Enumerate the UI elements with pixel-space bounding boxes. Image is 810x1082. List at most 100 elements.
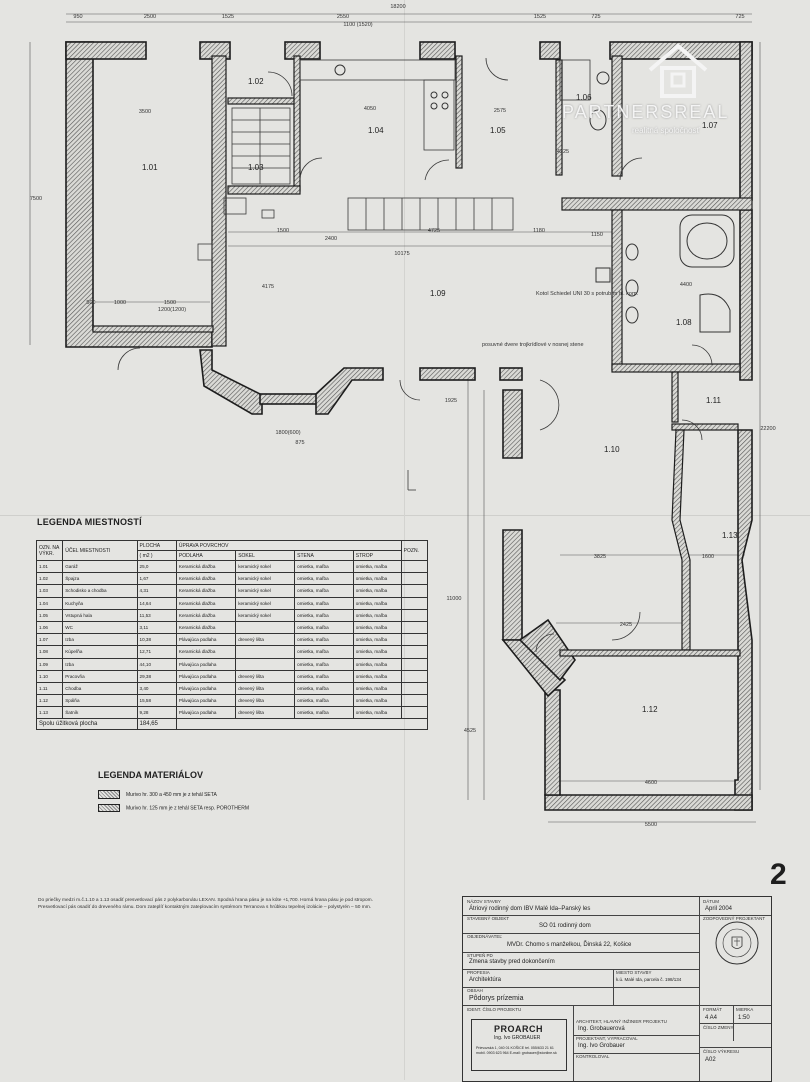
dimension-label: 2575 [494, 108, 506, 114]
col-purpose: ÚČEL MIESTNOSTI [62, 540, 138, 561]
cell-area: 9,28 [136, 706, 177, 720]
cell-wall: omietka, maľba [294, 620, 354, 635]
cell-code: 1.05 [35, 608, 64, 622]
col-finish: ÚPRAVA POVRCHOV [175, 540, 402, 551]
section-mark [407, 470, 416, 491]
cell-ceil: omietka, maľba [352, 584, 402, 598]
material-item: Murivo hr. 300 a 450 mm je z tehál SETA [98, 790, 217, 799]
cell-area: 1,67 [136, 572, 177, 586]
hatch-swatch [98, 790, 120, 799]
cell-floor: Keramická dlažba [175, 608, 237, 622]
cell-code: 1.03 [35, 584, 64, 598]
cell-name: Schodisko a chodba [62, 584, 138, 598]
dimension-label: 1525 [222, 14, 234, 20]
paper-fold-horizontal [0, 515, 810, 516]
dimension-label: 2500 [144, 14, 156, 20]
cell-base: keramický sokel [235, 608, 296, 622]
room-label-1.03: 1.03 [248, 163, 264, 172]
cell-note [400, 669, 429, 683]
cell-note [400, 572, 429, 586]
floor-plan: 1.011.021.031.041.051.061.071.081.091.10… [29, 4, 776, 828]
room-label-1.02: 1.02 [248, 77, 264, 86]
cell-name: Chodba [62, 681, 138, 696]
cell-floor: Plávajúca podlaha [175, 669, 237, 683]
drawing-number: A02 [705, 1057, 716, 1063]
cell-code: 1.06 [35, 620, 64, 635]
dimension-label: 4175 [262, 284, 274, 290]
cell-area: 3,11 [136, 620, 177, 635]
dimension-label: 7500 [30, 196, 42, 202]
cell-area: 29,38 [136, 669, 177, 683]
cell-note [400, 657, 429, 671]
dimension-label: 4525 [464, 728, 476, 734]
cell-area: 12,71 [136, 645, 177, 659]
room-label-1.11: 1.11 [706, 396, 722, 405]
cell-note [400, 633, 429, 647]
cell-wall: omietka, maľba [294, 694, 354, 708]
cell-note [400, 596, 429, 610]
cell-note [400, 706, 429, 720]
cell-floor: Keramická dlažba [175, 559, 237, 574]
plan-notes: Kotol Schiedel UNI 30 s potrubím hl. kom… [482, 291, 639, 348]
cell-name: Vstupná hala [62, 608, 138, 622]
room-label-1.08: 1.08 [676, 318, 692, 327]
cell-area: 4,31 [136, 584, 177, 598]
cell-ceil: omietka, maľba [352, 645, 402, 659]
cell-floor: Keramická dlažba [175, 645, 237, 659]
cell-floor: Keramická dlažba [175, 596, 237, 610]
room-label-1.06: 1.06 [576, 93, 592, 102]
cell-area: 44,10 [136, 657, 177, 671]
cell-wall: omietka, maľba [294, 657, 354, 671]
cell-floor: Plávajúca podlaha [175, 657, 237, 671]
room-label-1.12: 1.12 [642, 705, 658, 714]
cell-wall: omietka, maľba [294, 584, 354, 598]
cell-wall: omietka, maľba [294, 669, 354, 683]
dimension-label: 1000 [114, 300, 126, 306]
cell-base: keramický sokel [235, 559, 296, 574]
stairs-and-fixtures [197, 59, 735, 333]
cell-area: 15,58 [136, 694, 177, 708]
cell-name: Kuchyňa [62, 596, 138, 610]
col-code: OZN. NA VÝKR. [35, 540, 64, 561]
dimension-label: 5500 [645, 822, 657, 828]
cell-note [400, 681, 429, 696]
cell-base: drevený lišta [235, 694, 296, 708]
dimension-label: 2425 [620, 622, 632, 628]
dimension-label: 4600 [645, 780, 657, 786]
company-logo: PROARCH Ing. Ivo GROBAUER Prievozská 1, … [471, 1019, 567, 1071]
construction-notes: Do priečky medzi m.č.1.10 a 1.13 osadiť … [38, 898, 373, 911]
cell-name: Izba [62, 657, 138, 671]
cell-wall: omietka, maľba [294, 681, 354, 696]
room-label-1.07: 1.07 [702, 121, 718, 130]
cell-code: 1.12 [35, 694, 64, 708]
cell-note [400, 608, 429, 622]
cell-name: WC [62, 620, 138, 635]
cell-code: 1.07 [35, 633, 64, 647]
cell-ceil: omietka, maľba [352, 559, 402, 574]
interior-walls [92, 55, 753, 657]
cell-name: Šatník [62, 706, 138, 720]
cell-ceil: omietka, maľba [352, 669, 402, 683]
project-stage: Zmena stavby pred dokončením [469, 959, 555, 965]
total-label: Spolu úžitková plocha [36, 718, 138, 731]
cell-name: Špajza [62, 572, 138, 586]
cell-ceil: omietka, maľba [352, 681, 402, 696]
watermark-subtitle: realitná spoločnosť [632, 126, 700, 135]
room-label-1.05: 1.05 [490, 126, 506, 135]
room-legend-title: LEGENDA MIESTNOSTÍ [37, 517, 142, 527]
engineer-stamp [715, 921, 759, 965]
cell-ceil: omietka, maľba [352, 572, 402, 586]
dimension-label: 11000 [447, 596, 462, 602]
dimension-label: 4225 [557, 149, 569, 155]
cell-base [235, 620, 296, 635]
